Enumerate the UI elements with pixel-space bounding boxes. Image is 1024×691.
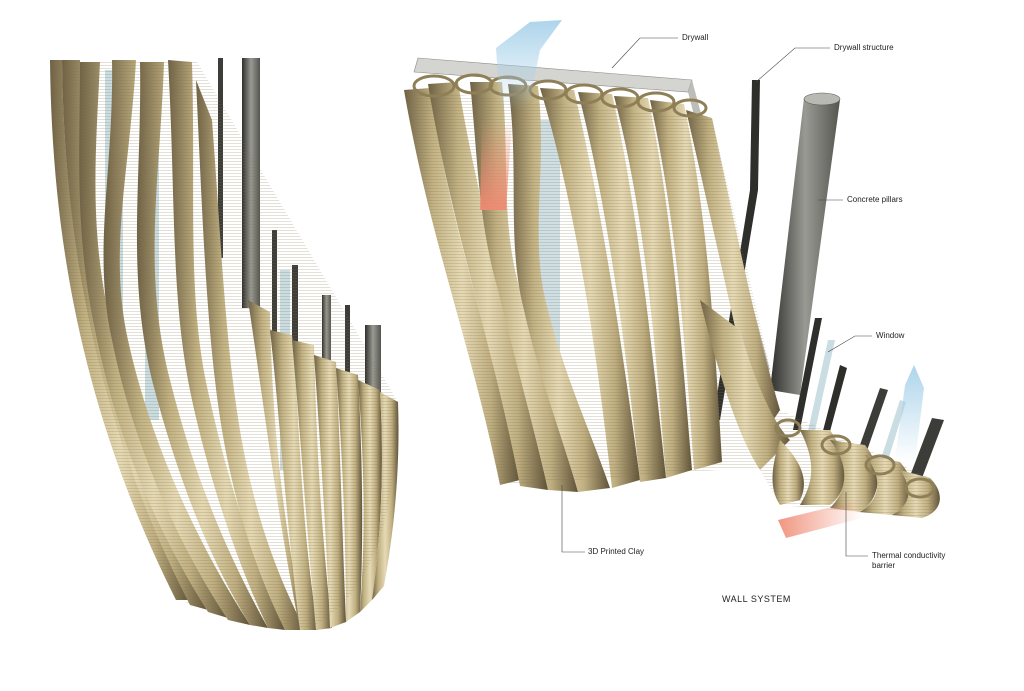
concrete-pillar bbox=[770, 92, 841, 395]
window-frames bbox=[793, 318, 944, 478]
label-3d-printed-clay: 3D Printed Clay bbox=[588, 547, 645, 556]
tube-cross-sections-bottom bbox=[774, 418, 936, 499]
leader-drywall-structure bbox=[755, 47, 830, 83]
cool-airflow-top bbox=[496, 20, 562, 110]
warm-airflow-bottom bbox=[778, 500, 862, 538]
left-clay-tubes bbox=[50, 60, 399, 630]
airflow-arrows bbox=[480, 20, 924, 538]
leader-window bbox=[827, 335, 872, 353]
left-elevation-view bbox=[50, 58, 399, 630]
leader-drywall bbox=[611, 37, 678, 69]
label-concrete-pillars: Concrete pillars bbox=[847, 195, 903, 204]
diagram-title: WALL SYSTEM bbox=[722, 594, 791, 604]
right-axonometric-view bbox=[404, 20, 944, 538]
cool-airflow-right bbox=[895, 365, 924, 462]
warm-airflow-inner bbox=[480, 120, 512, 210]
drywall-stud bbox=[713, 80, 760, 420]
leader-thermal-barrier bbox=[845, 492, 868, 557]
right-clay-tubes bbox=[404, 82, 940, 518]
label-drywall-structure: Drywall structure bbox=[834, 43, 894, 52]
leader-lines bbox=[561, 37, 872, 557]
label-drywall: Drywall bbox=[682, 33, 709, 42]
label-thermal-barrier-line1: Thermal conductivity bbox=[872, 551, 946, 560]
label-thermal-barrier-line2: barrier bbox=[872, 561, 896, 570]
tube-cross-sections-top bbox=[412, 73, 708, 118]
label-window: Window bbox=[876, 331, 905, 340]
leader-3d-printed-clay bbox=[561, 485, 585, 553]
